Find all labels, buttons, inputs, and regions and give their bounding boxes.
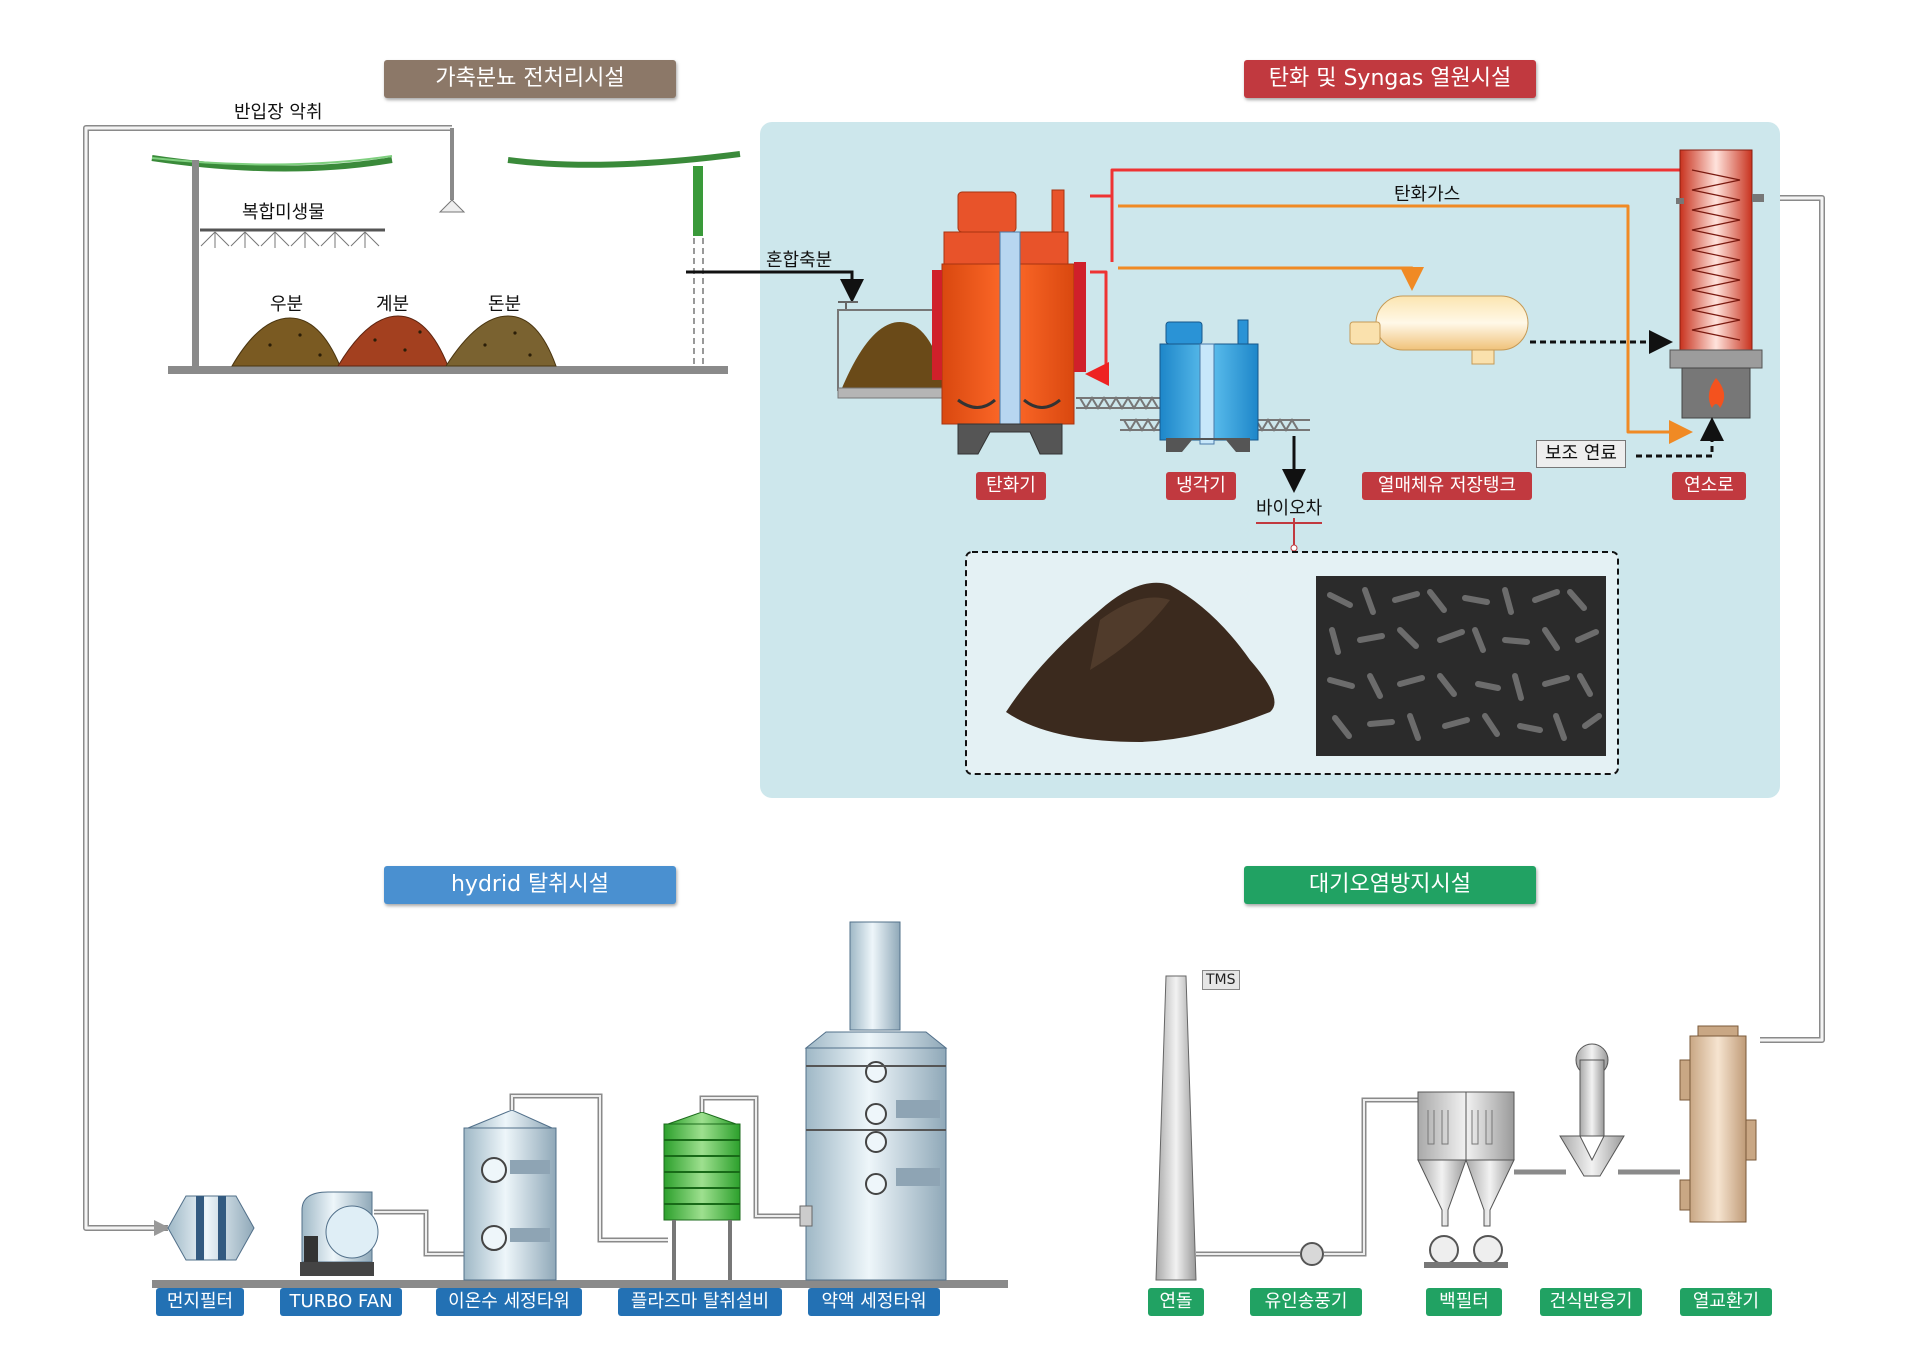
label-tms: TMS bbox=[1202, 970, 1240, 990]
biochar-powder-image bbox=[1006, 582, 1275, 742]
plasma-deodorization-unit bbox=[663, 1111, 741, 1280]
pretreatment-barn bbox=[151, 151, 741, 374]
label-microbe: 복합미생물 bbox=[242, 202, 325, 223]
tag-bag-filter: 백필터 bbox=[1426, 1288, 1502, 1316]
deodorization-base bbox=[152, 1280, 1008, 1288]
heat-medium-storage-tank bbox=[1349, 295, 1529, 365]
tag-id-fan: 유인송풍기 bbox=[1250, 1288, 1362, 1316]
biochar-sample-frame bbox=[965, 518, 1619, 775]
header-carbonization: 탄화 및 Syngas 열원시설 bbox=[1244, 60, 1536, 98]
biochar-pellet-image bbox=[1316, 576, 1606, 756]
tag-ion-scrubber: 이온수 세정타워 bbox=[436, 1288, 582, 1316]
tag-plasma-unit: 플라즈마 탈취설비 bbox=[618, 1288, 782, 1316]
dry-reactor bbox=[1559, 1043, 1625, 1177]
turbo-fan bbox=[300, 1191, 379, 1276]
tag-dry-reactor: 건식반응기 bbox=[1540, 1288, 1642, 1316]
dust-filter bbox=[167, 1195, 255, 1261]
tag-chemical-scrubber: 약액 세정타워 bbox=[808, 1288, 940, 1316]
tag-carbonizer: 탄화기 bbox=[976, 472, 1046, 500]
label-odor-intake: 반입장 악취 bbox=[234, 102, 323, 123]
stack bbox=[1155, 975, 1197, 1281]
header-air-pollution: 대기오염방지시설 bbox=[1244, 866, 1536, 904]
manure-pile-chicken bbox=[337, 315, 449, 367]
label-aux-fuel: 보조 연료 bbox=[1536, 440, 1626, 468]
manure-pile-cow bbox=[231, 317, 341, 367]
tag-dust-filter: 먼지필터 bbox=[156, 1288, 244, 1316]
header-deodorization: hydrid 탈취시설 bbox=[384, 866, 676, 904]
label-biochar: 바이오차 bbox=[1256, 494, 1323, 524]
heating-medium-loop bbox=[1085, 168, 1693, 444]
tag-turbo-fan: TURBO FAN bbox=[280, 1288, 402, 1316]
label-manure-pig: 돈분 bbox=[488, 294, 522, 315]
carbonizer bbox=[932, 189, 1086, 455]
tag-heat-exchanger: 열교환기 bbox=[1680, 1288, 1772, 1316]
tag-stack: 연돌 bbox=[1148, 1288, 1204, 1316]
tag-storage-tank: 열매체유 저장탱크 bbox=[1362, 472, 1532, 500]
combustion-furnace bbox=[1669, 149, 1764, 419]
label-mixed-manure: 혼합축분 bbox=[766, 250, 833, 271]
chemical-scrubbing-tower bbox=[799, 921, 948, 1281]
label-carbonization-gas: 탄화가스 bbox=[1394, 184, 1461, 205]
header-pretreatment: 가축분뇨 전처리시설 bbox=[384, 60, 676, 98]
cooler bbox=[1159, 319, 1259, 452]
ion-water-scrubbing-tower bbox=[463, 1109, 557, 1281]
induced-draft-fan bbox=[1300, 1242, 1324, 1266]
bag-filter bbox=[1417, 1091, 1515, 1268]
heat-exchanger bbox=[1679, 1025, 1757, 1223]
label-manure-cow: 우분 bbox=[270, 294, 304, 315]
label-manure-chicken: 계분 bbox=[376, 294, 410, 315]
manure-pile-pig bbox=[445, 315, 557, 367]
tag-cooler: 냉각기 bbox=[1166, 472, 1236, 500]
tag-furnace: 연소로 bbox=[1672, 472, 1746, 500]
